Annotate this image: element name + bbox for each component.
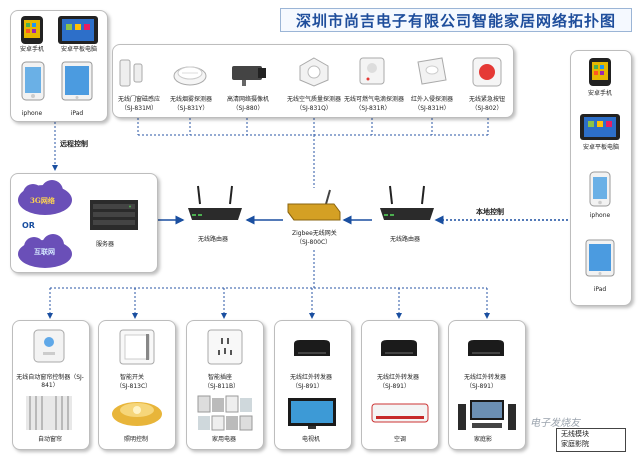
- sensor-model-1: （SJ-831M）: [120, 105, 158, 112]
- appliances-icon: [197, 395, 253, 431]
- left-device-label-3: iphone: [21, 110, 43, 117]
- ir-transmitter-icon: [294, 340, 330, 356]
- router-left-label: 无线路由器: [198, 236, 229, 243]
- local-control-label: 本地控制: [476, 208, 504, 216]
- stamp-line-1: 无线模块: [561, 430, 589, 438]
- right-device-label-1: 安卓手机: [587, 90, 612, 97]
- diagram-title: 深圳市尚吉电子有限公司智能家居网络拓扑图: [295, 11, 616, 30]
- right-device-label-2: 安卓平板电脑: [582, 144, 619, 151]
- 3g-cloud-icon: [18, 180, 72, 215]
- ir-transmitter-model-3: （SJ-891）: [466, 383, 497, 390]
- gateway-name: Zigbee无线网关: [292, 230, 337, 237]
- sensor-name-4: 无线空气质量探测器: [286, 96, 341, 103]
- stamp-line-2: 家庭影院: [561, 440, 589, 448]
- zigbee-gateway-icon: [287, 189, 341, 221]
- smart-socket-model: （SJ-811B）: [204, 383, 240, 390]
- left-device-label-2: 安卓平板电脑: [60, 46, 97, 53]
- air-quality-icon: [299, 57, 329, 87]
- sensor-name-5: 无线可燃气电滴探测器: [344, 96, 405, 103]
- curtain-controller-label: 无线自动窗帘控制器（SJ-841）: [16, 374, 84, 389]
- 3g-network-label: 3G网络: [30, 196, 55, 205]
- home-theater-icon: [458, 400, 516, 430]
- right-device-label-3: iphone: [589, 212, 611, 219]
- iphone-icon: [21, 61, 45, 101]
- sensor-model-3: （SJ-880）: [232, 105, 264, 112]
- watermark: 电子发烧友: [530, 418, 580, 429]
- android-phone-icon: [21, 16, 43, 44]
- sensor-model-7: （SJ-802）: [471, 105, 503, 112]
- pir-detector-icon: [417, 57, 447, 85]
- emergency-button-icon: [472, 57, 502, 87]
- curtain-icon: [26, 396, 72, 430]
- smart-switch-model: （SJ-813C）: [116, 383, 152, 390]
- sensor-drop-lines: [137, 118, 489, 188]
- chandelier-icon: [112, 402, 162, 426]
- tv-icon: [288, 398, 336, 429]
- right-device-label-4: iPad: [593, 286, 607, 293]
- server-label: 服务器: [96, 241, 115, 248]
- or-label: OR: [22, 221, 35, 230]
- sensor-model-6: （SJ-831H）: [414, 105, 450, 112]
- iphone-icon: [589, 171, 611, 207]
- ir-transmitter-label-2: 无线红外转发器: [377, 374, 420, 381]
- camera-icon: [232, 66, 266, 86]
- android-phone-icon: [589, 58, 611, 86]
- appliances-label: 家用电器: [212, 436, 237, 443]
- curtain-label: 自动窗帘: [38, 436, 63, 443]
- sensor-name-2: 无线烟雾探测器: [169, 96, 212, 103]
- left-device-label-1: 安卓手机: [19, 46, 44, 53]
- ipad-icon: [585, 239, 615, 277]
- sensor-name-7: 无线紧急按钮: [468, 96, 505, 103]
- bottom-panel-ir-ac: [361, 320, 439, 450]
- diagram-title-box: 深圳市尚吉电子有限公司智能家居网络拓扑图: [280, 8, 632, 32]
- internet-cloud-icon: [18, 234, 72, 268]
- tv-label: 电视机: [302, 436, 321, 443]
- gateway-model: （SJ-800C）: [296, 239, 332, 246]
- router-left-icon: [188, 185, 242, 220]
- android-tablet-icon: [58, 16, 98, 44]
- curtain-controller-icon: [33, 329, 65, 363]
- smoke-detector-icon: [173, 66, 207, 86]
- gas-detector-icon: [359, 57, 385, 85]
- ipad-icon: [61, 61, 93, 101]
- sensor-name-3: 高清网络摄像机: [226, 96, 269, 103]
- corner-stamp: 无线模块 家庭影院: [556, 428, 626, 452]
- sensor-model-4: （SJ-831Q）: [296, 105, 332, 112]
- sensor-name-1: 无线门窗磁感应: [117, 96, 160, 103]
- router-right-label: 无线路由器: [390, 236, 421, 243]
- lighting-label: 照明控制: [124, 436, 149, 443]
- smart-switch-icon: [119, 329, 155, 365]
- air-conditioner-icon: [371, 403, 429, 423]
- remote-control-label: 远程控制: [60, 140, 88, 148]
- air-conditioner-label: 空调: [394, 436, 407, 443]
- door-sensor-icon: [119, 59, 143, 87]
- smart-switch-label: 智能开关: [120, 374, 145, 381]
- smart-socket-icon: [207, 329, 243, 365]
- router-right-icon: [380, 185, 434, 220]
- ir-transmitter-icon: [381, 340, 417, 356]
- ir-transmitter-label-1: 无线红外转发器: [290, 374, 333, 381]
- sensor-model-2: （SJ-831Y）: [173, 105, 209, 112]
- ir-transmitter-model-1: （SJ-891）: [292, 383, 323, 390]
- android-tablet-icon: [580, 114, 620, 140]
- left-device-label-4: iPad: [70, 110, 84, 117]
- smart-socket-label: 智能插座: [208, 374, 233, 381]
- sensor-name-6: 红外入侵探测器: [410, 96, 453, 103]
- sensor-model-5: （SJ-831R）: [355, 105, 391, 112]
- internet-label: 互联网: [34, 247, 55, 256]
- ir-transmitter-model-2: （SJ-891）: [379, 383, 410, 390]
- ir-transmitter-icon: [468, 340, 504, 356]
- ir-transmitter-label-3: 无线红外转发器: [464, 374, 507, 381]
- home-theater-label: 家庭影: [474, 436, 493, 443]
- server-icon: [90, 200, 138, 230]
